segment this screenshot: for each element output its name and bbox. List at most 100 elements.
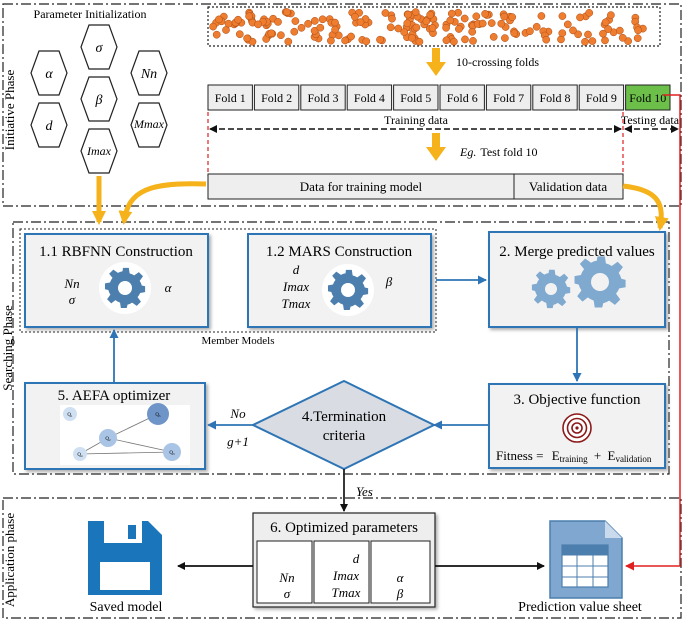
data-dot xyxy=(442,23,450,32)
data-dot xyxy=(284,37,293,46)
data-dot xyxy=(235,30,244,39)
data-dot xyxy=(283,8,291,16)
dataset-dots xyxy=(209,8,647,46)
no-label: No xyxy=(229,406,246,421)
data-dot xyxy=(291,17,300,25)
data-dot xyxy=(461,35,469,44)
fold-box-4 xyxy=(346,84,393,111)
param-init-title: Parameter Initialization xyxy=(34,7,147,21)
fold-label-3: Fold 3 xyxy=(307,91,338,105)
fold-label-5: Fold 5 xyxy=(400,91,431,105)
data-dot xyxy=(267,29,276,38)
data-dot xyxy=(400,28,409,36)
data-dot xyxy=(532,22,541,31)
data-dot xyxy=(442,36,451,45)
application-phase-label: Application phase xyxy=(2,513,17,607)
data-dot xyxy=(408,34,416,42)
param-sigma: σ xyxy=(284,586,291,601)
charge-label-q2: Q₂ xyxy=(105,437,111,442)
train-model-box xyxy=(207,173,515,200)
rbfnn-alpha: α xyxy=(165,280,173,295)
data-dot xyxy=(277,31,285,40)
data-dot xyxy=(542,35,551,44)
data-dot xyxy=(604,25,613,33)
gear-hole xyxy=(545,283,557,295)
mars-tmax: Tmax xyxy=(282,296,311,311)
spreadsheet-icon xyxy=(549,520,623,599)
data-dot xyxy=(508,13,517,21)
data-dot xyxy=(557,35,565,44)
fitness-e2: E xyxy=(607,448,615,463)
prediction-sheet-label: Prediction value sheet xyxy=(518,600,642,615)
data-dot xyxy=(469,37,477,45)
params-col1 xyxy=(256,540,313,604)
data-dot xyxy=(487,19,496,27)
data-dot xyxy=(356,18,365,26)
fitness-plus: + xyxy=(594,448,601,463)
data-dot xyxy=(510,29,519,38)
data-dot xyxy=(497,19,506,28)
hexagon-beta xyxy=(80,76,118,122)
data-dot xyxy=(468,27,477,36)
param-alpha: α xyxy=(397,570,405,585)
data-dot xyxy=(386,23,395,32)
data-dot xyxy=(607,11,615,19)
charge-q4 xyxy=(73,447,87,461)
data-dot xyxy=(234,15,242,24)
hex-label-beta: β xyxy=(95,93,103,108)
searching-phase-label: Searching Phase xyxy=(0,305,15,391)
orange-arrow-validation-to-merge xyxy=(622,183,669,231)
data-dot xyxy=(209,22,217,31)
testing-data-label: Testing data xyxy=(621,113,680,127)
params-col3 xyxy=(370,540,431,604)
red-arrow-fold10-to-sheet xyxy=(625,94,681,571)
floppy-disk-icon xyxy=(88,521,162,595)
yes-label: Yes xyxy=(356,484,373,499)
data-dot xyxy=(381,9,390,17)
termination-line2: criteria xyxy=(323,428,366,444)
data-dot xyxy=(422,17,431,26)
charge-label-q5: Q₅ xyxy=(155,413,161,418)
application-phase-frame xyxy=(2,497,682,619)
data-dot xyxy=(428,24,437,32)
data-dot xyxy=(254,20,262,29)
hexagon-labels: σ α Nn β d Mmax Imax xyxy=(45,41,164,158)
data-dot xyxy=(618,33,627,42)
charge-q3 xyxy=(163,443,181,461)
data-dot xyxy=(447,9,456,18)
charge-label-q3: Q₃ xyxy=(169,451,175,456)
aefa-box: 5. AEFA optimizer Q₁ Q₂ Q₃ Q₄ Q₅ xyxy=(24,382,206,470)
hexagon-alpha xyxy=(30,50,68,96)
param-imax: Imax xyxy=(332,568,359,583)
data-dot xyxy=(481,10,489,18)
data-dot xyxy=(403,19,412,28)
fold-box-3 xyxy=(300,84,346,111)
data-dot xyxy=(388,14,396,23)
termination-diamond: 4.Termination criteria xyxy=(250,379,437,471)
fitness-formula: Fitness = Etraining + Evalidation xyxy=(496,448,652,465)
rbfnn-sigma: σ xyxy=(69,292,76,307)
orange-down-arrow-1 xyxy=(426,48,446,76)
data-dot xyxy=(581,37,589,46)
mars-box: 1.2 MARS Construction d Imax Tmax β xyxy=(247,233,432,328)
data-dot xyxy=(454,8,462,17)
eg-label: Eg.Test fold 10 xyxy=(459,145,538,159)
fold-label-1: Fold 1 xyxy=(215,91,246,105)
gear-hole xyxy=(118,281,132,295)
fold-box-9 xyxy=(578,84,625,111)
gear-hole xyxy=(341,283,355,297)
charge-label-q4: Q₄ xyxy=(77,453,83,458)
hex-label-alpha: α xyxy=(45,67,53,82)
fold-label-9: Fold 9 xyxy=(586,91,617,105)
data-dot xyxy=(415,37,424,46)
mars-imax: Imax xyxy=(282,279,309,294)
data-dot xyxy=(212,30,221,39)
data-dot xyxy=(501,34,509,42)
charge-q1 xyxy=(63,407,77,421)
data-dot xyxy=(526,27,534,36)
merge-title: 2. Merge predicted values xyxy=(499,244,655,260)
data-dot xyxy=(215,15,223,24)
hex-label-imax: Imax xyxy=(86,144,112,158)
